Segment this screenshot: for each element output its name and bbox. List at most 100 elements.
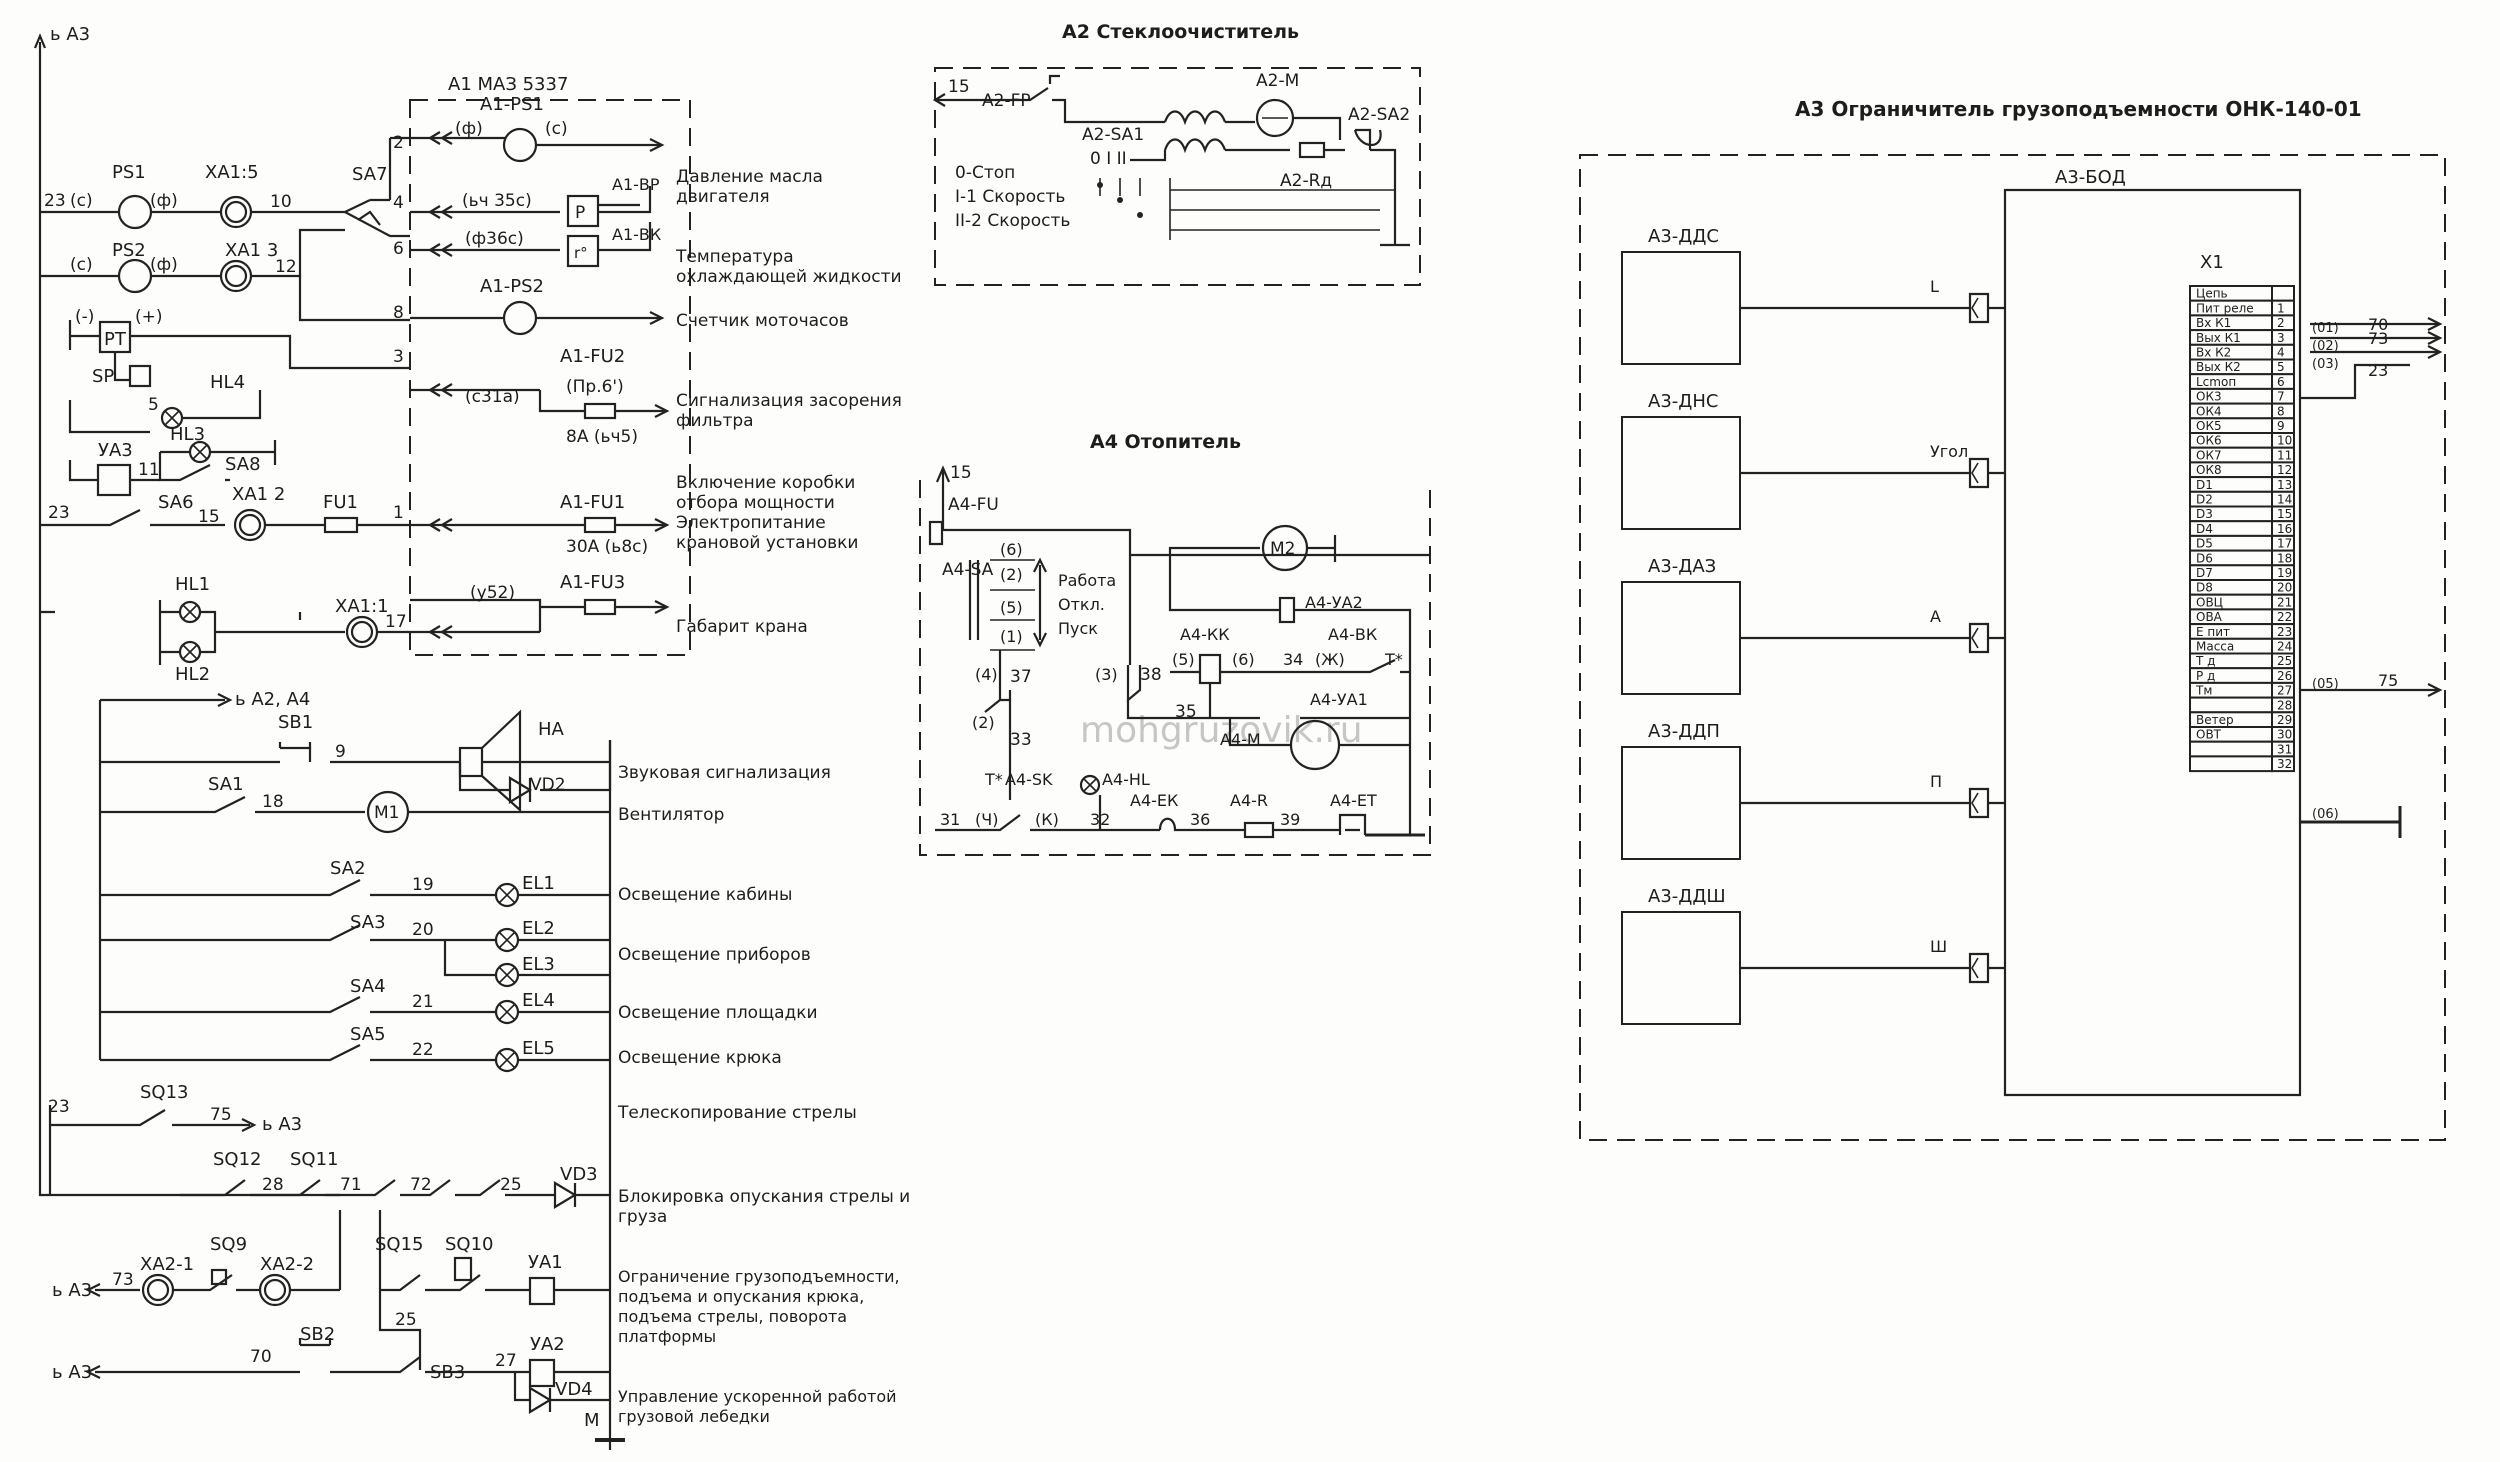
svg-text:А4-УА2: А4-УА2 bbox=[1305, 593, 1363, 612]
svg-text:А4-FU: А4-FU bbox=[948, 495, 999, 515]
x1-row-label: D1 bbox=[2196, 478, 2213, 492]
x1-row-label: ОК8 bbox=[2196, 463, 2222, 477]
svg-text:12: 12 bbox=[275, 257, 297, 277]
x1-row-num: 2 bbox=[2277, 316, 2285, 330]
a3-sensor-port: А bbox=[1930, 607, 1941, 626]
x1-row-num: 12 bbox=[2277, 463, 2292, 477]
svg-text:Счетчик моточасов: Счетчик моточасов bbox=[676, 311, 849, 331]
svg-text:SQ9: SQ9 bbox=[210, 1234, 247, 1255]
svg-text:VD4: VD4 bbox=[555, 1379, 593, 1400]
svg-text:ХА1:5: ХА1:5 bbox=[205, 162, 259, 183]
svg-text:72: 72 bbox=[410, 1175, 432, 1195]
a3-sensor-box bbox=[1621, 581, 1741, 695]
x1-row-label: Т д bbox=[2195, 654, 2215, 668]
svg-text:M1: M1 bbox=[374, 803, 399, 823]
svg-text:А3-БОД: А3-БОД bbox=[2055, 167, 2126, 188]
svg-text:А1-FU3: А1-FU3 bbox=[560, 572, 625, 593]
svg-text:Электропитание: Электропитание bbox=[676, 513, 826, 533]
svg-text:(с): (с) bbox=[70, 191, 93, 211]
svg-text:А4-HL: А4-HL bbox=[1102, 770, 1150, 789]
svg-text:8А (ьч5): 8А (ьч5) bbox=[566, 427, 638, 447]
svg-text:SQ10: SQ10 bbox=[445, 1234, 494, 1255]
x1-row-num: 20 bbox=[2277, 581, 2292, 595]
a3-bod-unit bbox=[2003, 188, 2302, 1097]
svg-text:70: 70 bbox=[2368, 315, 2388, 334]
a3-sensor-port: Угол bbox=[1930, 442, 1968, 461]
x1-row-label: ОВЦ bbox=[2196, 595, 2223, 609]
svg-text:Освещение площадки: Освещение площадки bbox=[618, 1003, 818, 1023]
x1-row-label: Вх К1 bbox=[2196, 316, 2231, 330]
svg-text:НА: НА bbox=[538, 719, 565, 740]
svg-text:фильтра: фильтра bbox=[676, 411, 754, 431]
x1-row-num: 30 bbox=[2277, 728, 2292, 742]
svg-text:груза: груза bbox=[618, 1207, 667, 1227]
svg-text:SP: SP bbox=[92, 366, 114, 387]
svg-text:15: 15 bbox=[948, 77, 970, 97]
svg-text:Т*: Т* bbox=[1384, 650, 1403, 669]
svg-text:(ф): (ф) bbox=[455, 119, 483, 139]
svg-text:34: 34 bbox=[1283, 650, 1303, 669]
svg-text:20: 20 bbox=[412, 920, 434, 940]
x1-row-label: Цепь bbox=[2196, 287, 2228, 301]
svg-text:крановой установки: крановой установки bbox=[676, 533, 858, 553]
a3-sensor-port: L bbox=[1930, 277, 1939, 296]
svg-text:EL3: EL3 bbox=[522, 954, 555, 975]
title-a1: А1 МАЗ 5337 bbox=[448, 74, 568, 95]
svg-text:4: 4 bbox=[393, 193, 404, 213]
x1-row-num: 18 bbox=[2277, 551, 2292, 565]
xa1-5-connector-icon bbox=[224, 200, 248, 224]
svg-text:9: 9 bbox=[335, 742, 346, 762]
svg-text:HL3: HL3 bbox=[170, 424, 205, 445]
svg-text:SB3: SB3 bbox=[430, 1362, 465, 1383]
x1-row-num: 29 bbox=[2277, 713, 2292, 727]
x1-row-num: 21 bbox=[2277, 595, 2292, 609]
svg-text:ь А2, А4: ь А2, А4 bbox=[235, 689, 310, 710]
svg-text:Габарит крана: Габарит крана bbox=[676, 617, 808, 637]
svg-text:(01): (01) bbox=[2312, 321, 2339, 336]
svg-text:А1-FU1: А1-FU1 bbox=[560, 492, 625, 513]
x1-row-num: 9 bbox=[2277, 419, 2285, 433]
x1-row-num: 24 bbox=[2277, 640, 2292, 654]
x1-row-label: ОК5 bbox=[2196, 419, 2222, 433]
svg-text:FU1: FU1 bbox=[323, 492, 358, 513]
title-a2: А2 Стеклоочиститель bbox=[1062, 21, 1299, 43]
svg-text:Давление масла: Давление масла bbox=[676, 167, 823, 187]
svg-text:(с31а): (с31а) bbox=[465, 387, 520, 407]
svg-text:Включение коробки: Включение коробки bbox=[676, 473, 855, 493]
svg-text:P: P bbox=[575, 203, 585, 223]
x1-row-num: 31 bbox=[2277, 742, 2292, 756]
a3-sensor-box bbox=[1621, 746, 1741, 860]
svg-text:(-): (-) bbox=[75, 307, 94, 327]
svg-text:двигателя: двигателя bbox=[676, 187, 770, 207]
x1-row-num: 3 bbox=[2277, 331, 2285, 345]
svg-text:А1-PS2: А1-PS2 bbox=[480, 276, 544, 297]
svg-text:А4-УА1: А4-УА1 bbox=[1310, 690, 1368, 709]
x1-row-num: 27 bbox=[2277, 684, 2292, 698]
svg-text:11: 11 bbox=[138, 460, 160, 480]
svg-text:(6): (6) bbox=[1232, 650, 1255, 669]
svg-text:75: 75 bbox=[210, 1105, 232, 1125]
svg-text:(02): (02) bbox=[2312, 339, 2339, 354]
svg-text:Температура: Температура bbox=[675, 247, 794, 267]
title-a4: А4 Отопитель bbox=[1090, 431, 1241, 453]
svg-text:1: 1 bbox=[393, 503, 404, 523]
svg-text:M2: M2 bbox=[1270, 539, 1295, 559]
a3-sensor-label: А3-ДДС bbox=[1648, 226, 1719, 247]
svg-text:25: 25 bbox=[395, 1310, 417, 1330]
svg-text:70: 70 bbox=[250, 1347, 272, 1367]
svg-text:31: 31 bbox=[940, 810, 960, 829]
svg-text:SA5: SA5 bbox=[350, 1024, 386, 1045]
svg-text:(5): (5) bbox=[1172, 650, 1195, 669]
x1-row-num: 1 bbox=[2277, 301, 2285, 315]
svg-text:(с): (с) bbox=[545, 119, 568, 139]
svg-text:А2-SA2: А2-SA2 bbox=[1348, 105, 1410, 125]
svg-text:SA2: SA2 bbox=[330, 858, 366, 879]
svg-text:А4-КК: А4-КК bbox=[1180, 625, 1230, 644]
a3-sensor-box bbox=[1621, 911, 1741, 1025]
svg-text:II-2 Скорость: II-2 Скорость bbox=[955, 211, 1070, 231]
svg-text:0 I II: 0 I II bbox=[1090, 149, 1127, 169]
svg-text:А1-ВК: А1-ВК bbox=[612, 225, 662, 244]
svg-text:А1-PS1: А1-PS1 bbox=[480, 94, 544, 115]
x1-row-label: Ветер bbox=[2196, 713, 2234, 727]
